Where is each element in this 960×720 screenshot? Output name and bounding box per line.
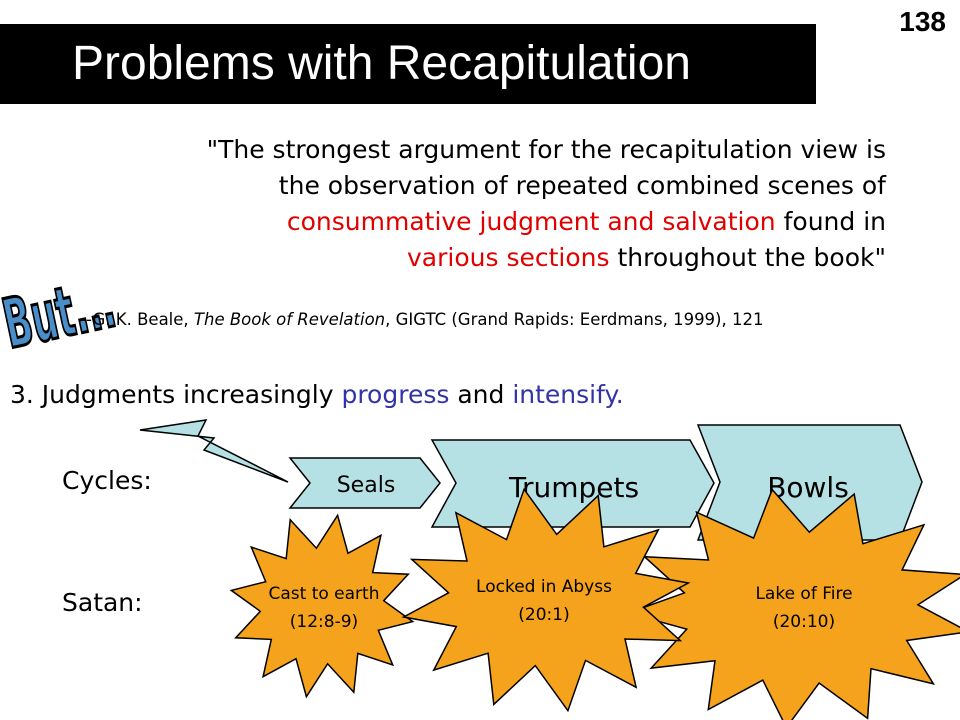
cycles-label: Cycles:: [62, 466, 152, 495]
trumpets-arrow: [430, 439, 715, 528]
point-prefix: 3. Judgments increasingly: [10, 380, 342, 409]
quote-line-4-rest: throughout the book": [609, 243, 886, 272]
quote-line-3-rest: found in: [775, 207, 886, 236]
satan-event-2-line1: Locked in Abyss: [476, 577, 612, 597]
cycle-label-seals: Seals: [337, 473, 396, 498]
burst-locked-in-abyss: [401, 487, 691, 713]
quote-line-1: "The strongest argument for the recapitu…: [206, 135, 886, 164]
citation: --G. K. Beale, The Book of Revelation, G…: [80, 310, 763, 329]
quote-line-2: the observation of repeated combined sce…: [278, 171, 886, 200]
title-bar: [0, 24, 816, 104]
slide-number: 138: [899, 6, 946, 37]
point-middle: and: [449, 380, 513, 409]
burst-cast-to-earth: [229, 513, 415, 699]
satan-event-2-line2: (20:1): [518, 605, 569, 625]
quote: "The strongest argument for the recapitu…: [26, 132, 886, 276]
satan-event-1-line2: (12:8-9): [290, 612, 358, 632]
satan-event-3-line2: (20:10): [773, 612, 835, 632]
point-word-progress: progress: [341, 380, 450, 409]
lightning-bolt-icon: [139, 419, 289, 483]
satan-event-3-line1: Lake of Fire: [755, 584, 852, 604]
quote-highlight-1: consummative judgment and salvation: [286, 207, 776, 236]
citation-prefix: --G. K. Beale,: [80, 310, 194, 329]
slide-title: Problems with Recapitulation: [72, 37, 691, 90]
citation-suffix: , GIGTC (Grand Rapids: Eerdmans, 1999), …: [385, 310, 764, 329]
point-three: 3. Judgments increasingly progress and i…: [10, 380, 624, 409]
quote-line-3: consummative judgment and salvation foun…: [26, 204, 886, 240]
quote-highlight-2: various sections: [407, 243, 610, 272]
satan-label: Satan:: [62, 588, 143, 617]
point-word-intensify: intensify.: [512, 380, 624, 409]
burst-lake-of-fire: [625, 488, 960, 720]
citation-book-title: The Book of Revelation: [193, 310, 386, 329]
satan-event-1-line1: Cast to earth: [269, 584, 380, 604]
seals-arrow: [288, 457, 441, 509]
quote-line-4: various sections throughout the book": [26, 240, 886, 276]
